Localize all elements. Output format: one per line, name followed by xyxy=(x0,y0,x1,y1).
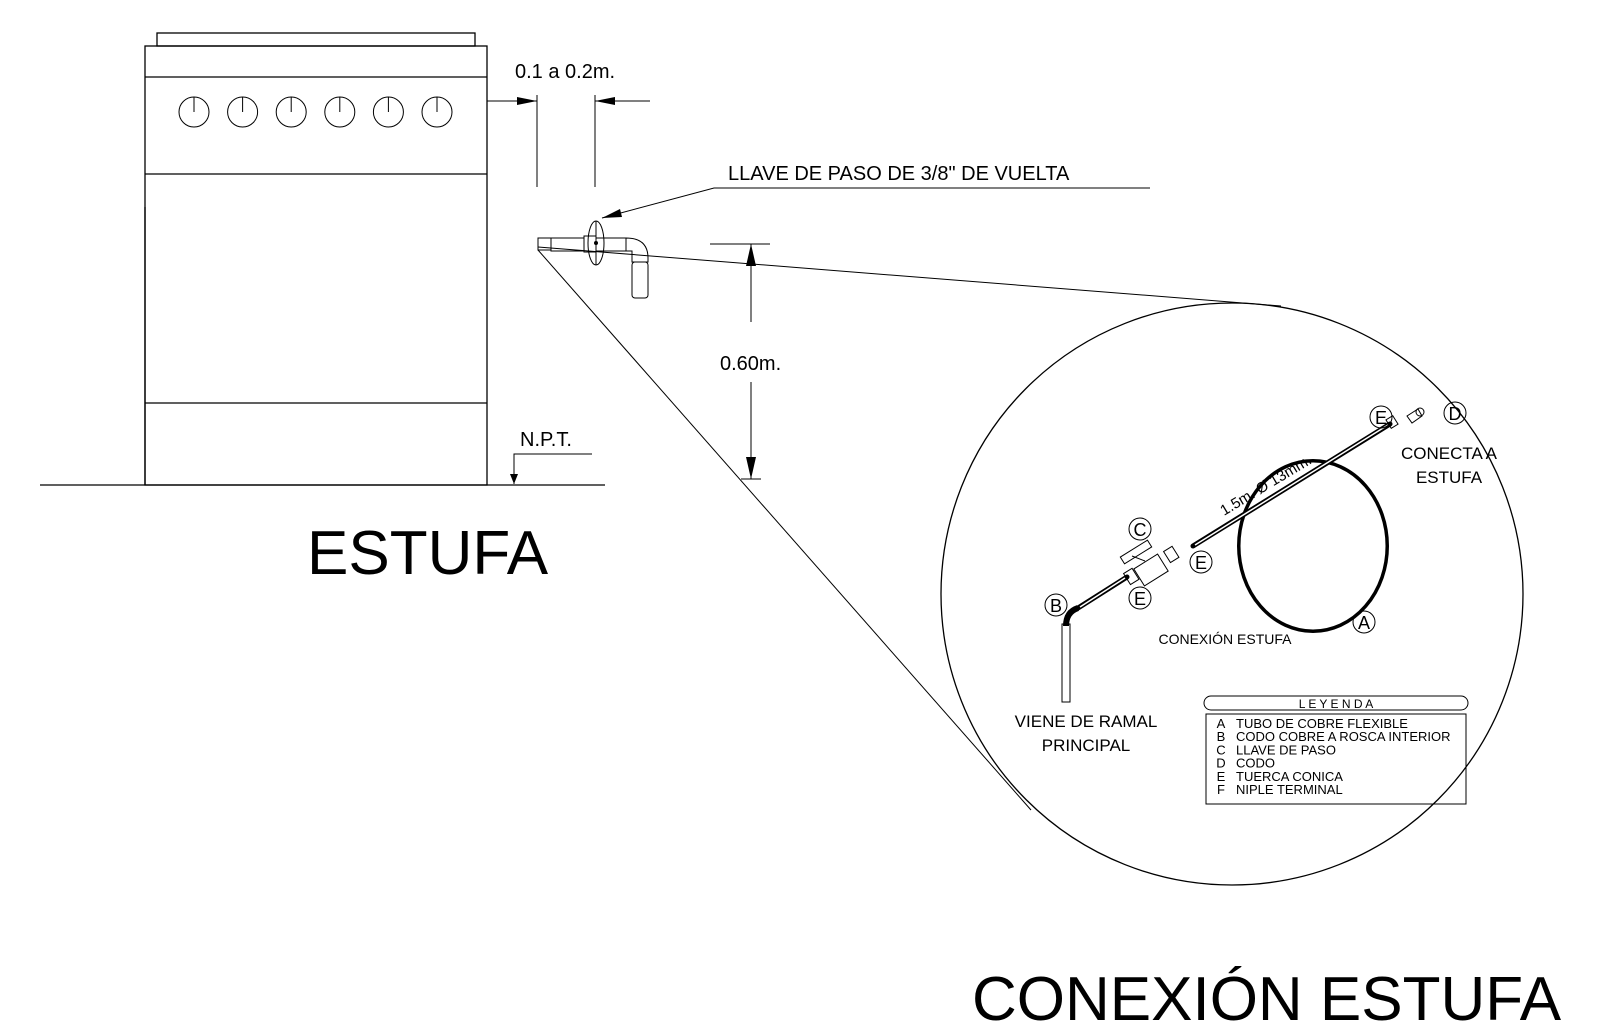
comes-from-label-line2: PRINCIPAL xyxy=(1042,736,1131,755)
stove-title: ESTUFA xyxy=(307,519,549,588)
height-dimension-label: 0.60m. xyxy=(720,353,781,375)
stove-knob-icon xyxy=(421,96,453,128)
legend-item-letter: F xyxy=(1217,782,1225,797)
pipe-spec-label: 1.5m. Ø 13mm. xyxy=(1217,452,1314,520)
valve-callout-label: LLAVE DE PASO DE 3/8" DE VUELTA xyxy=(728,163,1070,185)
marker-d: D xyxy=(1443,401,1467,425)
gas-valve-assembly xyxy=(537,220,649,299)
legend-box xyxy=(1205,713,1467,805)
stove-knob-icon xyxy=(178,96,210,128)
connects-to-label-line2: ESTUFA xyxy=(1416,468,1483,487)
legend-item: F NIPLE TERMINAL xyxy=(1217,782,1343,797)
legend-item-letter: D xyxy=(1216,756,1225,771)
legend-item-letter: B xyxy=(1217,729,1226,744)
zoom-line-lower xyxy=(537,249,1032,811)
svg-text:D: D xyxy=(1449,404,1462,424)
legend-item: E TUERCA CONICA xyxy=(1217,769,1344,784)
svg-text:E: E xyxy=(1134,589,1146,609)
marker-e-low: E xyxy=(1128,586,1152,610)
legend-item: B CODO COBRE A ROSCA INTERIOR xyxy=(1217,729,1451,744)
legend-item-text: CODO xyxy=(1236,756,1275,771)
legend-item-text: NIPLE TERMINAL xyxy=(1236,782,1343,797)
legend-item-letter: E xyxy=(1217,769,1226,784)
svg-text:E: E xyxy=(1195,553,1207,573)
height-dimension: 0.60m. xyxy=(710,243,781,480)
marker-e-mid: E xyxy=(1189,550,1213,574)
stove-knob-icon xyxy=(372,96,404,128)
legend-title: L E Y E N D A xyxy=(1299,697,1373,711)
marker-e-top: E xyxy=(1369,405,1393,429)
legend-item-text: CODO COBRE A ROSCA INTERIOR xyxy=(1236,729,1451,744)
legend-title-box xyxy=(1203,695,1469,711)
svg-text:A: A xyxy=(1358,613,1370,633)
legend-item: C LLAVE DE PASO xyxy=(1216,742,1336,757)
stove-knobs xyxy=(178,96,453,128)
stove-knob-icon xyxy=(275,96,307,128)
connection-detail: A B C D E E E 1.5m. Ø 13mm. CONECTA A ES… xyxy=(940,302,1524,886)
connects-to-label-line1: CONECTA A xyxy=(1401,444,1498,463)
valve-callout: LLAVE DE PASO DE 3/8" DE VUELTA xyxy=(601,163,1150,219)
marker-a: A xyxy=(1352,610,1376,634)
legend: L E Y E N D A A TUBO DE COBRE FLEXIBLE B CO… xyxy=(1203,695,1469,805)
legend-item-text: TUBO DE COBRE FLEXIBLE xyxy=(1236,716,1408,731)
svg-text:C: C xyxy=(1134,520,1147,540)
legend-items: A TUBO DE COBRE FLEXIBLE B CODO COBRE A ROS… xyxy=(1216,716,1450,797)
legend-item-letter: A xyxy=(1217,716,1226,731)
legend-item-text: LLAVE DE PASO xyxy=(1236,742,1336,757)
comes-from-label-line1: VIENE DE RAMAL xyxy=(1015,712,1158,731)
stove-body xyxy=(144,45,488,486)
floor-level-marker: N.P.T. xyxy=(510,429,592,484)
stove-top-rim xyxy=(156,32,476,47)
svg-text:E: E xyxy=(1375,408,1387,428)
offset-dimension: 0.1 a 0.2m. xyxy=(487,61,650,187)
offset-dimension-label: 0.1 a 0.2m. xyxy=(515,61,615,83)
marker-b: B xyxy=(1044,593,1068,617)
detail-circle xyxy=(940,302,1524,886)
legend-item-letter: C xyxy=(1216,742,1225,757)
marker-c: C xyxy=(1128,517,1152,541)
legend-item-text: TUERCA CONICA xyxy=(1236,769,1343,784)
legend-item: A TUBO DE COBRE FLEXIBLE xyxy=(1217,716,1409,731)
main-title: CONEXIÓN ESTUFA xyxy=(972,965,1562,1033)
stove-knob-icon xyxy=(227,96,259,128)
svg-text:B: B xyxy=(1050,596,1062,616)
legend-item: D CODO xyxy=(1216,756,1275,771)
stove-knob-icon xyxy=(324,96,356,128)
detail-caption: CONEXIÓN ESTUFA xyxy=(1158,631,1292,647)
floor-level-label: N.P.T. xyxy=(520,429,572,451)
stove-elevation: N.P.T. ESTUFA xyxy=(40,32,605,588)
zoom-line-upper xyxy=(537,246,1282,307)
